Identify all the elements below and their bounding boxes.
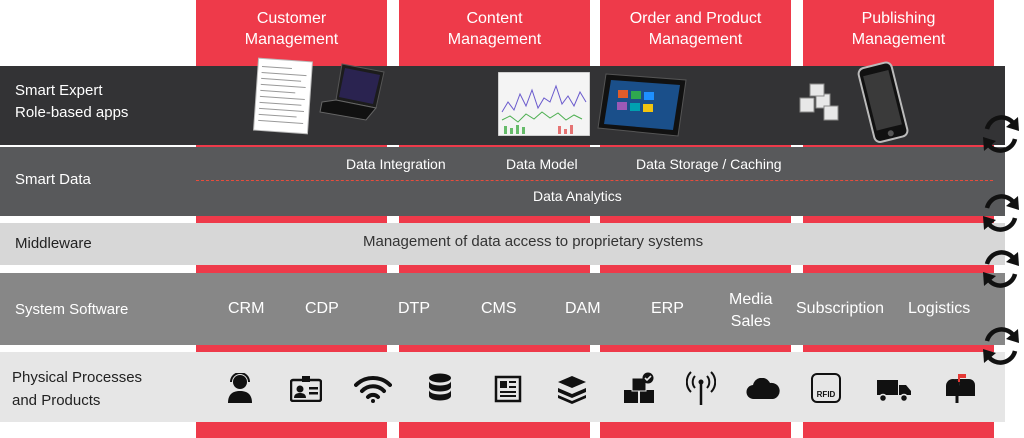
middleware-text: Management of data access to proprietary… — [363, 233, 704, 250]
layer-middleware-label: Middleware — [15, 235, 92, 252]
document-image — [253, 57, 313, 135]
system-cms: CMS — [481, 300, 517, 317]
sync-arrows-icon — [983, 327, 1019, 365]
column-title-line2: Management — [244, 31, 339, 48]
smart-data-divider — [196, 180, 993, 181]
column-title-line1: Content — [466, 10, 523, 27]
dashboard-image — [498, 72, 590, 136]
layer-smart-data: Smart Data Data Integration Data Model D… — [0, 147, 1005, 216]
truck-icon — [877, 380, 911, 402]
system-crm: CRM — [228, 300, 265, 317]
column-title-line2: Management — [447, 31, 542, 48]
antenna-icon — [686, 371, 716, 405]
layer-physical-processes: Physical Processes and Products — [0, 352, 1005, 422]
call-agent-icon — [228, 373, 252, 403]
smart-data-item: Data Integration — [346, 156, 446, 172]
layer-label-line2: Role-based apps — [15, 104, 129, 121]
sync-arrows-icon — [983, 250, 1019, 288]
system-media-sales: Media Sales — [729, 289, 773, 333]
column-title-line1: Order and Product — [629, 10, 762, 27]
system-subscription: Subscription — [796, 300, 885, 317]
layer-label-line2: and Products — [12, 392, 101, 409]
system-cdp: CDP — [305, 300, 339, 317]
column-title-line1: Customer — [256, 10, 327, 27]
id-card-icon — [290, 376, 322, 402]
rfid-icon: RFID — [811, 373, 841, 403]
laptop-image — [319, 63, 385, 121]
layer-system-software-label: System Software — [15, 301, 129, 318]
layer-label-line1: Smart Expert — [15, 82, 103, 99]
media-sales-line2: Sales — [730, 313, 771, 330]
stacked-books-icon — [558, 376, 586, 404]
cubes-image — [799, 83, 839, 121]
layer-system-software: System Software CRM CDP DTP CMS DAM ERP … — [0, 273, 1005, 345]
column-title-line2: Management — [648, 31, 743, 48]
mailbox-icon — [946, 374, 975, 403]
rfid-label: RFID — [816, 390, 836, 399]
layer-smart-expert-label: Smart Expert Role-based apps — [15, 80, 128, 124]
system-dam: DAM — [565, 300, 601, 317]
smart-data-analytics: Data Analytics — [533, 188, 622, 204]
wifi-icon — [354, 375, 392, 403]
smart-data-item: Data Model — [506, 156, 578, 172]
database-icon — [429, 373, 451, 401]
column-title-line2: Management — [851, 31, 946, 48]
media-sales-line1: Media — [729, 291, 773, 308]
layer-smart-expert: Smart Expert Role-based apps — [0, 57, 1005, 145]
system-erp: ERP — [651, 300, 684, 317]
layer-smart-data-label: Smart Data — [15, 171, 91, 188]
sync-arrows-icon — [983, 194, 1019, 232]
tablet-image — [597, 73, 687, 137]
layer-physical-label: Physical Processes and Products — [12, 366, 142, 412]
layer-label-line1: Physical Processes — [12, 369, 143, 386]
newspaper-icon — [494, 375, 522, 403]
layer-middleware: Middleware Management of data access to … — [0, 223, 1005, 265]
cloud-icon — [746, 378, 780, 400]
sync-arrows-icon — [983, 115, 1019, 153]
smart-data-item: Data Storage / Caching — [636, 156, 782, 172]
column-title-line1: Publishing — [861, 10, 936, 27]
system-logistics: Logistics — [908, 300, 971, 317]
boxes-checked-icon — [624, 372, 654, 403]
system-dtp: DTP — [398, 300, 430, 317]
smartphone-image — [857, 61, 909, 143]
